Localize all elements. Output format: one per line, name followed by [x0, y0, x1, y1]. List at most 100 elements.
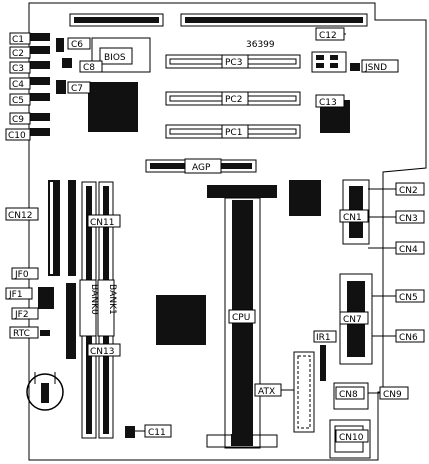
label-atx: ATX: [254, 383, 282, 397]
bank0-label: BANK0: [89, 284, 99, 315]
label-cn8: CN8: [335, 386, 365, 400]
svg-text:C8: C8: [83, 63, 95, 73]
label-cn11: CN11: [87, 214, 121, 228]
svg-text:PC3: PC3: [225, 58, 242, 68]
label-c3: C3: [9, 61, 31, 74]
c11-jumper: [125, 426, 135, 438]
board-code-text: 36399: [246, 40, 275, 50]
svg-text:C7: C7: [71, 84, 83, 94]
label-c11: C11: [144, 424, 172, 438]
label-cn6: CN6: [395, 329, 425, 343]
svg-text:JF0: JF0: [14, 270, 29, 280]
svg-text:CN1: CN1: [343, 213, 362, 223]
svg-text:C2: C2: [12, 49, 24, 59]
svg-text:C11: C11: [148, 428, 166, 438]
label-cn1: CN1: [339, 209, 369, 223]
jsnd-jumper: [350, 63, 360, 71]
svg-text:CN11: CN11: [90, 218, 114, 228]
svg-text:C12: C12: [319, 31, 337, 41]
svg-text:JSND: JSND: [364, 63, 387, 73]
pc3-slot: PC3: [165, 54, 301, 69]
label-cn13: CN13: [87, 343, 121, 357]
svg-text:C1: C1: [12, 35, 24, 45]
cn12-connector: [48, 180, 60, 276]
cmos-battery: [26, 372, 64, 411]
rtc-jumper: [40, 330, 50, 336]
svg-text:PC2: PC2: [225, 95, 242, 105]
label-c2: C2: [9, 46, 31, 59]
label-cn12: CN12: [5, 207, 39, 221]
label-cn4: CN4: [395, 241, 425, 255]
label-c13: C13: [315, 94, 345, 108]
svg-text:CN3: CN3: [399, 214, 418, 224]
svg-text:CN7: CN7: [343, 315, 362, 325]
agp-slot: AGP: [145, 158, 257, 174]
northbridge-chip: [88, 82, 138, 132]
svg-text:JF1: JF1: [8, 290, 23, 300]
leader-lines: [135, 33, 396, 432]
label-cn2: CN2: [395, 182, 425, 196]
bios-frame: [91, 37, 151, 73]
svg-text:CN2: CN2: [399, 186, 418, 196]
label-c12: C12: [315, 27, 345, 41]
label-cn10: CN10: [335, 429, 369, 443]
svg-text:C6: C6: [71, 40, 83, 50]
svg-text:RTC: RTC: [13, 329, 30, 339]
svg-text:IR1: IR1: [316, 333, 331, 343]
svg-text:AGP: AGP: [192, 163, 211, 173]
label-c10: C10: [5, 128, 31, 141]
label-jf1: JF1: [5, 287, 33, 300]
svg-text:ATX: ATX: [258, 387, 275, 397]
bios-chip: [99, 47, 133, 65]
svg-text:JF2: JF2: [14, 310, 29, 320]
svg-text:C9: C9: [12, 115, 24, 125]
label-jf2: JF2: [11, 307, 39, 320]
label-c6: C6: [67, 37, 91, 50]
label-cn9: CN9: [379, 386, 409, 400]
label-jf0: JF0: [11, 267, 39, 280]
bank1-label: BANK1: [107, 284, 117, 315]
svg-text:CN6: CN6: [399, 333, 418, 343]
cn13-connector: [66, 283, 76, 359]
svg-text:C4: C4: [12, 80, 24, 90]
label-jsnd: JSND: [361, 59, 399, 73]
label-cn3: CN3: [395, 210, 425, 224]
label-cn5: CN5: [395, 289, 425, 303]
svg-text:C13: C13: [319, 98, 337, 108]
svg-text:C3: C3: [12, 64, 24, 74]
cpu-slot: CPU: [206, 185, 278, 449]
pc1-slot: PC1: [165, 124, 301, 139]
cn11-connector: [68, 180, 76, 276]
label-rtc: RTC: [9, 326, 39, 339]
ir1-header: [320, 345, 326, 381]
southbridge-chip: [156, 295, 206, 345]
svg-text:PC1: PC1: [225, 128, 242, 138]
top-slot-right: [180, 13, 368, 27]
svg-text:CN9: CN9: [383, 390, 402, 400]
svg-text:CN4: CN4: [399, 245, 418, 255]
label-c4: C4: [9, 77, 31, 90]
label-c8: C8: [79, 60, 103, 73]
svg-text:CN10: CN10: [339, 433, 364, 443]
top-slot-left: [69, 13, 164, 27]
svg-text:BIOS: BIOS: [104, 53, 126, 63]
svg-text:CPU: CPU: [232, 313, 250, 323]
svg-text:CN5: CN5: [399, 293, 418, 303]
atx-connector: [293, 351, 315, 433]
svg-text:CN13: CN13: [90, 347, 114, 357]
label-c7: C7: [67, 81, 91, 94]
svg-text:C5: C5: [12, 96, 24, 106]
io-chip: [289, 180, 321, 216]
svg-text:C10: C10: [8, 131, 26, 141]
jf-jumpers: [38, 287, 54, 309]
board-outline: [28, 2, 427, 461]
label-c9: C9: [9, 112, 31, 125]
pc2-slot: PC2: [165, 91, 301, 106]
label-cn7: CN7: [339, 311, 369, 325]
c-jumper-pins: [30, 33, 72, 136]
label-ir1: IR1: [313, 330, 337, 343]
label-c1: C1: [9, 32, 31, 45]
label-c5: C5: [9, 93, 31, 106]
svg-text:CN8: CN8: [339, 390, 358, 400]
